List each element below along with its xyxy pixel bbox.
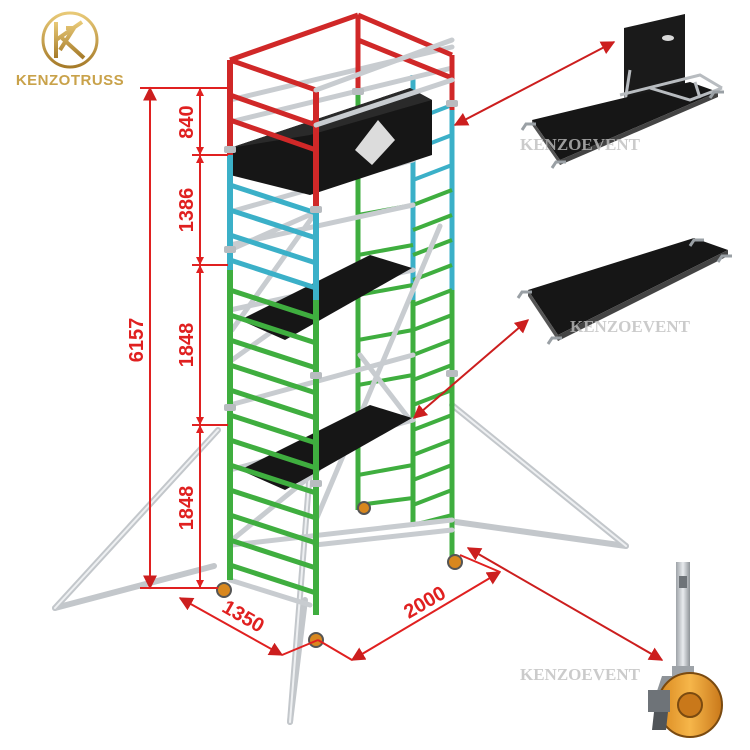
brand-logo: KENZOTRUSS (16, 11, 124, 89)
brand-name: KENZOTRUSS (16, 72, 124, 89)
dimension-lines (140, 86, 502, 661)
middle-platform (240, 255, 412, 340)
dimension-width: 1350 (218, 596, 268, 637)
lower-platform (240, 405, 412, 490)
watermark-text: KENZOEVENT (520, 665, 641, 684)
watermark-text: KENZOEVENT (520, 135, 641, 154)
front-left-frame (227, 57, 319, 615)
top-platform (230, 88, 432, 195)
dimension-section-bottom: 1848 (176, 486, 198, 531)
watermark-text: KENZOEVENT (570, 317, 691, 336)
dimension-section-mid: 1848 (176, 323, 198, 368)
trapdoor-platform-detail: KENZOEVENT (520, 14, 724, 169)
dimension-guardrail: 840 (176, 105, 198, 138)
dimension-section-top: 1386 (176, 188, 198, 233)
callout-arrows (412, 41, 664, 661)
plain-platform-detail: KENZOEVENT (516, 238, 732, 345)
logo-emblem-icon (41, 11, 99, 69)
castor-wheel-detail: KENZOEVENT (520, 562, 723, 738)
dimension-total-height: 6157 (126, 318, 148, 363)
